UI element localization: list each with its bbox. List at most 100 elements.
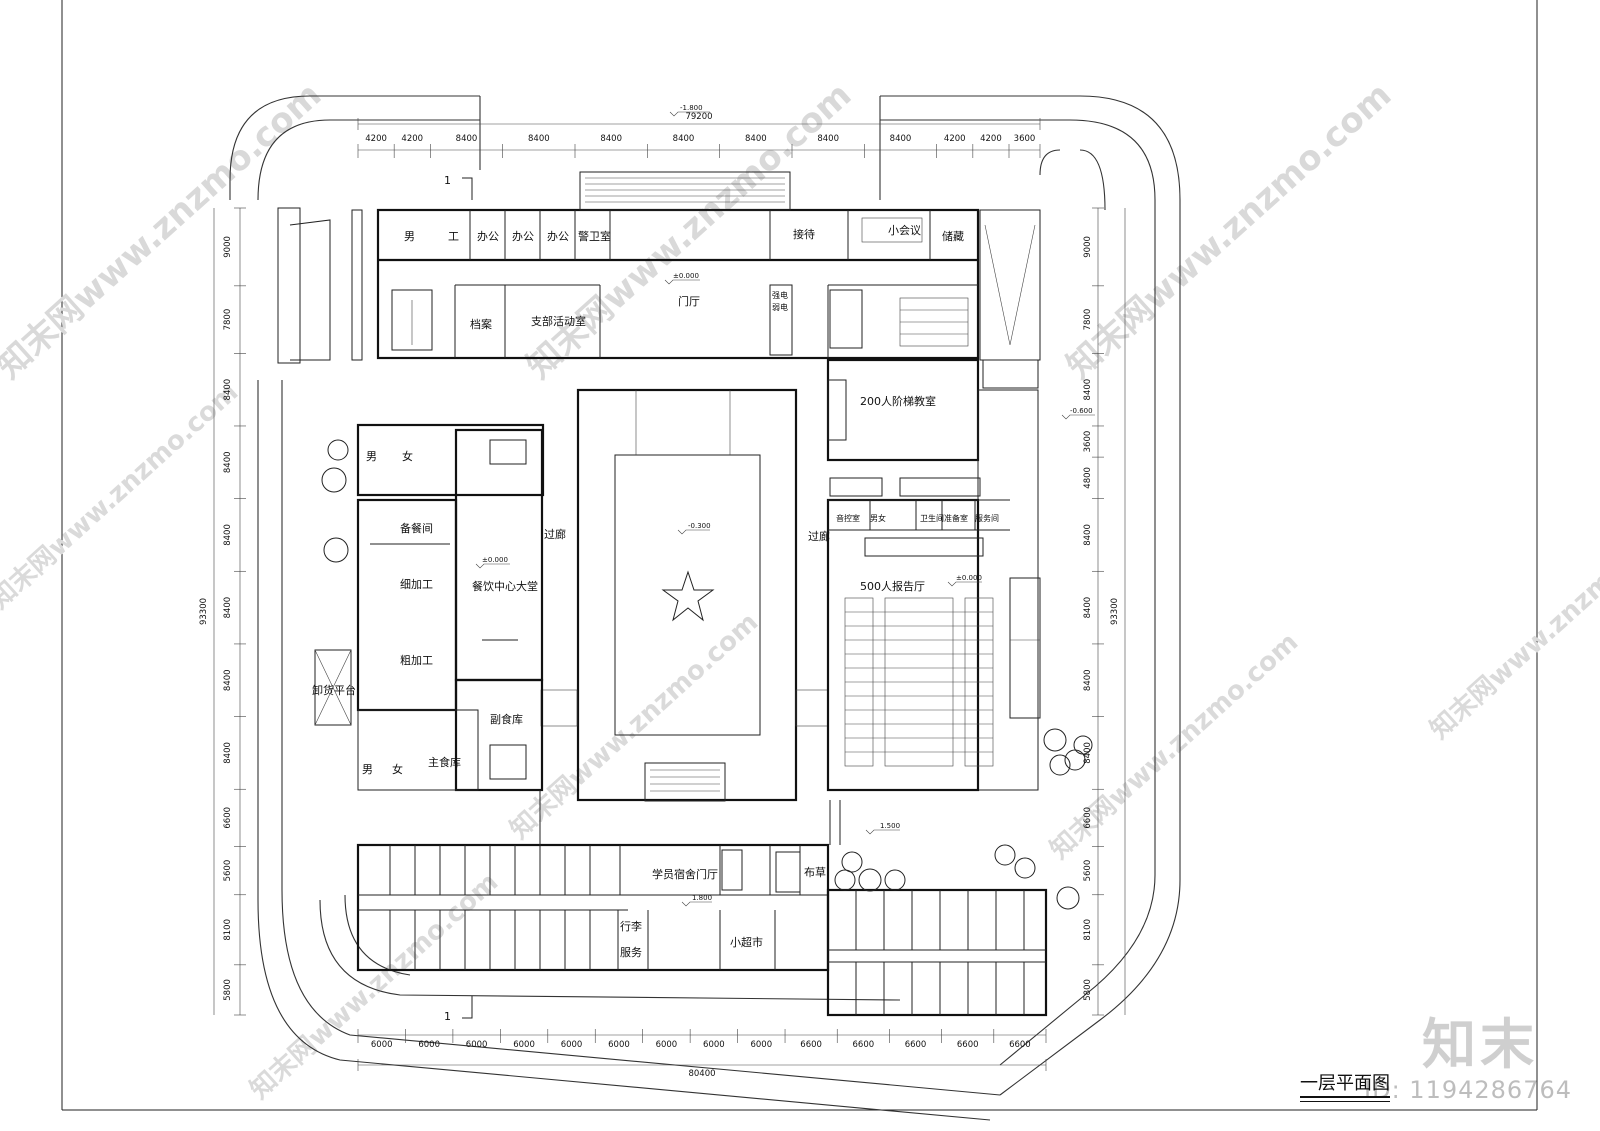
dimension-label: 8100 (1083, 919, 1093, 941)
room-label-side-store: 副食库 (490, 712, 523, 726)
dimension-chain-bottom: 6000 6000 6000 6000 6000 6000 6000 6000 6000 6600… (357, 1029, 1047, 1079)
dimension-label: 7800 (223, 309, 233, 331)
room-label-hall-500: 500人报告厅 (860, 579, 925, 593)
dimension-label: 6600 (853, 1040, 875, 1050)
dimension-label: 8400 (1083, 379, 1093, 401)
dimension-label: 3600 (1083, 431, 1093, 453)
dimension-label: 8400 (890, 134, 912, 144)
landscape-trees (321, 439, 1093, 910)
level-south: 1.500 (880, 822, 900, 830)
room-label-office-3: 办公 (547, 230, 569, 243)
dimension-label: 8400 (223, 451, 233, 473)
dimension-label: 5600 (223, 860, 233, 882)
dimension-label: 5600 (1083, 860, 1093, 882)
dimension-total: 79200 (685, 112, 712, 122)
section-mark-bottom: 1 (444, 1010, 451, 1023)
room-label-corridor-right: 过廊 (808, 529, 830, 543)
room-label-supermarket: 小超市 (730, 935, 763, 949)
dimension-label: 5800 (223, 979, 233, 1001)
dimension-label: 8400 (456, 134, 478, 144)
room-label-main-store: 主食库 (428, 755, 461, 769)
room-label-service: 服务 (620, 946, 642, 959)
level-markers: -1.800 ±0.000 ±0.000 -0.300 -0.600 ±0.00… (475, 104, 1095, 907)
dimension-label: 8400 (223, 669, 233, 691)
room-label-reception: 接待 (793, 227, 815, 241)
dimension-label: 8400 (223, 597, 233, 619)
watermark-text: 知末网www.znzmo.com (245, 867, 505, 1105)
dimension-label: 8400 (600, 134, 622, 144)
room-label-luggage: 行李 (620, 919, 642, 933)
room-label-storage: 储藏 (942, 229, 964, 243)
dimension-label: 6000 (656, 1040, 678, 1050)
dimension-label: 8400 (223, 742, 233, 764)
room-label-service-room: 服务间 (975, 513, 999, 523)
dimension-label: 5800 (1083, 979, 1093, 1001)
dimension-label: 8400 (673, 134, 695, 144)
site-roads (229, 95, 1181, 1121)
dimension-label: 6000 (418, 1040, 440, 1050)
room-label-staff: 工 (448, 230, 459, 243)
room-label-toilet-kitchen-f: 女 (392, 762, 403, 776)
dimension-label: 6000 (466, 1040, 488, 1050)
room-label-elec-1: 强电 (772, 290, 788, 300)
dimension-label: 8400 (1083, 524, 1093, 546)
room-label-dining-hall: 餐饮中心大堂 (472, 579, 538, 593)
room-label-toilet-left-m: 男 (366, 450, 377, 463)
dimension-label: 8400 (223, 379, 233, 401)
room-label-guard: 警卫室 (578, 229, 611, 243)
building-walls (277, 171, 1048, 1017)
room-label-toilet-left-f: 女 (402, 449, 413, 463)
room-label-corridor-left: 过廊 (544, 527, 566, 541)
room-label-elec-2: 弱电 (772, 302, 788, 312)
level-dorm: 1.800 (692, 894, 712, 902)
dimension-label: 6600 (800, 1040, 822, 1050)
room-label-rough-processing: 粗加工 (400, 654, 433, 667)
dimension-label: 6000 (750, 1040, 772, 1050)
room-label-av-room: 音控室 (836, 513, 860, 523)
dimension-label: 6000 (371, 1040, 393, 1050)
level-dining: ±0.000 (482, 556, 508, 564)
room-label-toilet-kitchen-m: 男 (362, 763, 373, 776)
dimension-label: 9000 (223, 236, 233, 258)
dimension-label: 3600 (1014, 134, 1036, 144)
plan-title: 一层平面图 (1300, 1069, 1390, 1102)
dimension-label: 6000 (513, 1040, 535, 1050)
dimension-label: 8400 (1083, 742, 1093, 764)
dimension-label: 8400 (745, 134, 767, 144)
dimension-label: 6600 (905, 1040, 927, 1050)
dimension-label: 9000 (1083, 236, 1093, 258)
dimension-total: 93300 (1110, 598, 1120, 625)
dimension-label: 6000 (608, 1040, 630, 1050)
room-label-toilet-top: 男 (404, 230, 415, 243)
room-label-dorm-lobby: 学员宿舍门厅 (652, 867, 718, 881)
room-label-toilet-hall: 男女 (870, 513, 886, 523)
room-label-prep-room: 备餐间 (400, 521, 433, 535)
room-label-lobby: 门厅 (678, 294, 700, 308)
room-label-office-2: 办公 (512, 230, 534, 243)
room-label-sanitary: 卫生间 (920, 513, 944, 523)
dimension-label: 6000 (703, 1040, 725, 1050)
dimension-label: 8100 (223, 919, 233, 941)
dimension-label: 4200 (401, 134, 423, 144)
watermark-text: 知末网www.znzmo.com (1425, 507, 1600, 745)
dimension-label: 8400 (1083, 669, 1093, 691)
dimension-label: 8400 (1083, 597, 1093, 619)
dimension-chain-right: 9000780084003600480084008400840084006600… (1083, 207, 1126, 1016)
level-lobby: ±0.000 (673, 272, 699, 280)
dimension-label: 7800 (1083, 309, 1093, 331)
drawing-id: ID: 1194286764 (1364, 1076, 1572, 1104)
dimension-label: 6600 (957, 1040, 979, 1050)
dimension-total: 93300 (199, 598, 209, 625)
brand-mark: 知末 (1422, 1013, 1538, 1076)
dimension-label: 6600 (223, 807, 233, 829)
dimension-label: 8400 (817, 134, 839, 144)
dimension-label: 6000 (561, 1040, 583, 1050)
watermark-text: 知末网www.znzmo.com (0, 377, 244, 615)
hall-seating (844, 597, 994, 767)
dimension-label: 4200 (365, 134, 387, 144)
level-right-entry: -0.600 (1070, 407, 1093, 415)
room-label-archive: 档案 (470, 317, 492, 331)
level-court: -0.300 (688, 522, 711, 530)
